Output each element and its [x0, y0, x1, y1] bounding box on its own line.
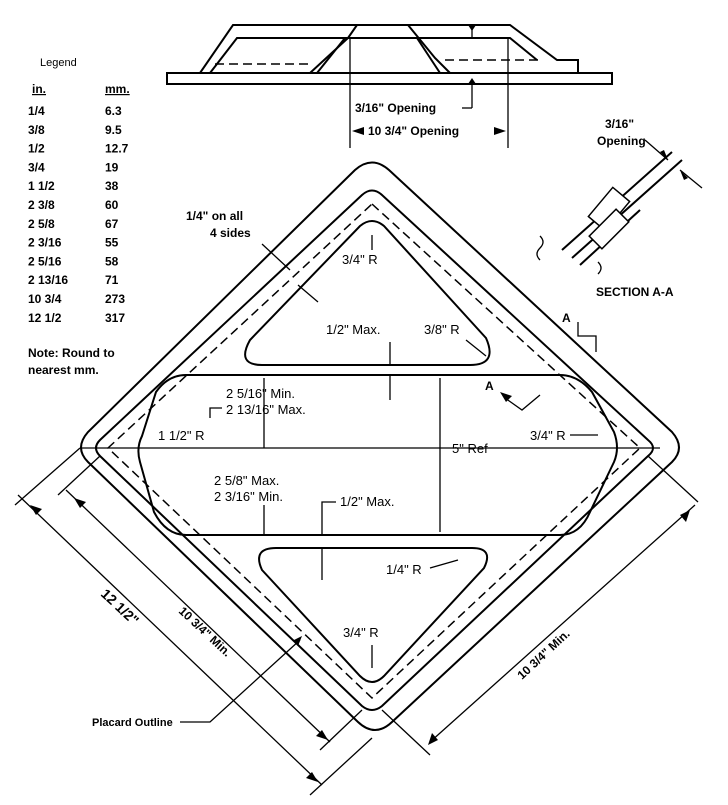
legend-col-mm: mm. [105, 82, 130, 96]
label-all-sides-1: 1/4" on all [186, 209, 243, 223]
legend-note-line2: nearest mm. [28, 363, 99, 377]
bottom-opening [258, 547, 488, 683]
legend-in-value: 1 1/2 [28, 179, 55, 193]
legend-in-value: 2 3/8 [28, 198, 55, 212]
label-r-3-8: 3/8" R [424, 322, 460, 337]
legend-in-value: 1/2 [28, 142, 45, 156]
legend-in-value: 2 13/16 [28, 273, 68, 287]
middle-opening [137, 374, 618, 536]
label-top-opening-wide: 10 3/4" Opening [368, 124, 459, 138]
legend-mm-value: 9.5 [105, 123, 122, 137]
legend-mm-value: 273 [105, 292, 125, 306]
base-plate [166, 72, 613, 85]
legend-mm-value: 12.7 [105, 142, 129, 156]
legend-mm-value: 60 [105, 198, 119, 212]
legend-mm-value: 67 [105, 217, 119, 231]
label-dim-10-3-4-right: 10 3/4" Min. [514, 627, 572, 683]
legend-mm-value: 6.3 [105, 104, 122, 118]
label-section-title: SECTION A-A [596, 285, 674, 299]
label-r-bottom: 3/4" R [343, 625, 379, 640]
label-ref-5: 5" Ref [452, 441, 488, 456]
label-placard-outline: Placard Outline [92, 717, 173, 729]
label-half-max-top: 1/2" Max. [326, 322, 380, 337]
label-half-max-bottom: 1/2" Max. [340, 494, 394, 509]
label-section-opening-1: 3/16" [605, 117, 634, 131]
section-a-a: 3/16" Opening SECTION A-A A A [485, 117, 703, 411]
label-min-2-3-16: 2 3/16" Min. [214, 489, 283, 504]
label-all-sides-2: 4 sides [210, 226, 251, 240]
legend-mm-value: 38 [105, 179, 119, 193]
label-section-a-2: A [485, 379, 494, 393]
cover-outer [167, 24, 579, 74]
inner-labels: 1/4" on all 4 sides 3/4" R 1/2" Max. 3/8… [158, 209, 598, 668]
legend-mm-value: 71 [105, 273, 119, 287]
label-r-1-4: 1/4" R [386, 562, 422, 577]
legend: Legend in. mm. 1/4 6.3 3/8 9.5 1/2 12.7 3/4 19 1… [28, 57, 130, 377]
legend-in-value: 1/4 [28, 104, 45, 118]
top-opening [244, 220, 491, 366]
label-r-top: 3/4" R [342, 252, 378, 267]
legend-in-value: 12 1/2 [28, 311, 62, 325]
legend-in-value: 2 5/8 [28, 217, 55, 231]
legend-mm-value: 317 [105, 311, 125, 325]
label-section-opening-2: Opening [597, 134, 646, 148]
legend-in-value: 2 3/16 [28, 236, 62, 250]
legend-in-value: 10 3/4 [28, 292, 62, 306]
legend-in-value: 3/8 [28, 123, 45, 137]
legend-title: Legend [40, 57, 77, 69]
legend-in-value: 2 5/16 [28, 254, 62, 268]
legend-note-line1: Note: Round to [28, 346, 115, 360]
legend-mm-value: 58 [105, 254, 119, 268]
placard-holder-outline [80, 161, 680, 731]
openings [80, 220, 660, 683]
label-r-1-1-2: 1 1/2" R [158, 428, 205, 443]
label-section-a-1: A [562, 311, 571, 325]
label-min-2-5-16: 2 5/16" Min. [226, 386, 295, 401]
legend-col-in: in. [32, 82, 46, 96]
label-max-2-5-8: 2 5/8" Max. [214, 473, 279, 488]
label-top-opening-small: 3/16" Opening [355, 101, 436, 115]
legend-mm-value: 55 [105, 236, 119, 250]
label-r-right: 3/4" R [530, 428, 566, 443]
top-cross-section: 3/16" Opening 10 3/4" Opening [166, 24, 613, 148]
label-max-2-13-16: 2 13/16" Max. [226, 402, 306, 417]
legend-mm-value: 19 [105, 160, 119, 174]
legend-in-value: 3/4 [28, 160, 45, 174]
